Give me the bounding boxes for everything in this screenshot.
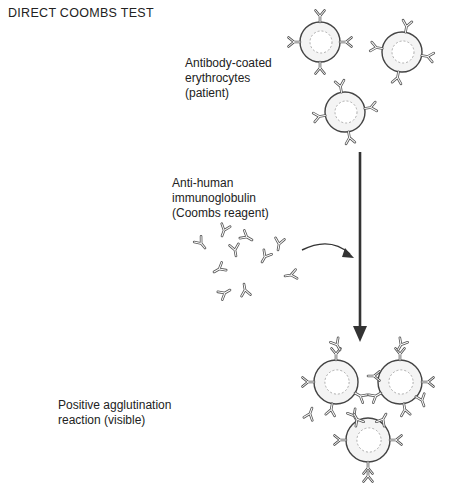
antibody-symbol — [230, 244, 241, 257]
antibody-symbol — [335, 436, 347, 445]
erythrocyte — [289, 11, 352, 74]
figure-label: Anti-human immunoglobulin (Coombs reagen… — [172, 176, 284, 221]
antibody-symbol — [289, 38, 301, 47]
antibody-symbol — [390, 436, 402, 445]
antibody-symbol — [364, 470, 373, 482]
erythrocyte — [370, 20, 434, 84]
antibody-symbol — [399, 403, 410, 416]
antibody-symbol — [335, 80, 346, 93]
antibody-symbol — [316, 11, 325, 23]
antibody-symbol — [401, 20, 412, 33]
antibody-symbol — [344, 131, 355, 144]
antibody-symbol — [370, 42, 383, 53]
erythrocyte — [369, 349, 434, 416]
antibody-symbol — [284, 270, 297, 281]
antibody-symbol — [376, 412, 390, 426]
antibody-symbol — [350, 412, 364, 426]
antibody-symbol — [258, 250, 272, 264]
antibody-symbol — [304, 406, 316, 420]
figure-label: Antibody-coated erythrocytes (patient) — [185, 56, 285, 101]
arrow-head — [353, 326, 367, 342]
antibody-symbol — [340, 38, 352, 47]
antibody-symbol — [369, 389, 383, 403]
arrow-head — [342, 248, 354, 258]
antibody-symbol — [353, 389, 367, 403]
process-arrow — [359, 152, 362, 328]
antibody-symbol — [303, 378, 315, 387]
antibody-symbol — [394, 338, 408, 352]
erythrocyte-group — [289, 11, 434, 474]
antibody-symbol — [313, 111, 326, 122]
antibody-symbol — [194, 236, 208, 251]
erythrocyte — [313, 80, 377, 144]
antibody-symbol — [240, 230, 254, 244]
antibody-symbol — [330, 338, 344, 352]
erythrocyte — [335, 409, 402, 474]
antibody-symbol — [421, 51, 434, 62]
antibody-symbol — [212, 262, 226, 276]
curved-arrow — [302, 244, 350, 254]
antibody-symbol — [316, 62, 325, 74]
antibody-symbol — [240, 283, 251, 296]
antibody-group — [194, 224, 428, 482]
antibody-symbol — [218, 286, 232, 300]
antibody-symbol — [274, 238, 285, 251]
antibody-symbol — [422, 378, 434, 387]
antibody-symbol — [364, 102, 377, 113]
antibody-symbol — [416, 394, 428, 408]
erythrocyte — [303, 349, 368, 416]
antibody-symbol — [368, 372, 380, 381]
diagram-title: DIRECT COOMBS TEST — [8, 6, 154, 21]
antibody-symbol — [326, 403, 337, 416]
antibody-symbol — [218, 224, 230, 238]
antibody-symbol — [392, 71, 403, 84]
figure-label: Positive agglutination reaction (visible… — [58, 398, 198, 428]
